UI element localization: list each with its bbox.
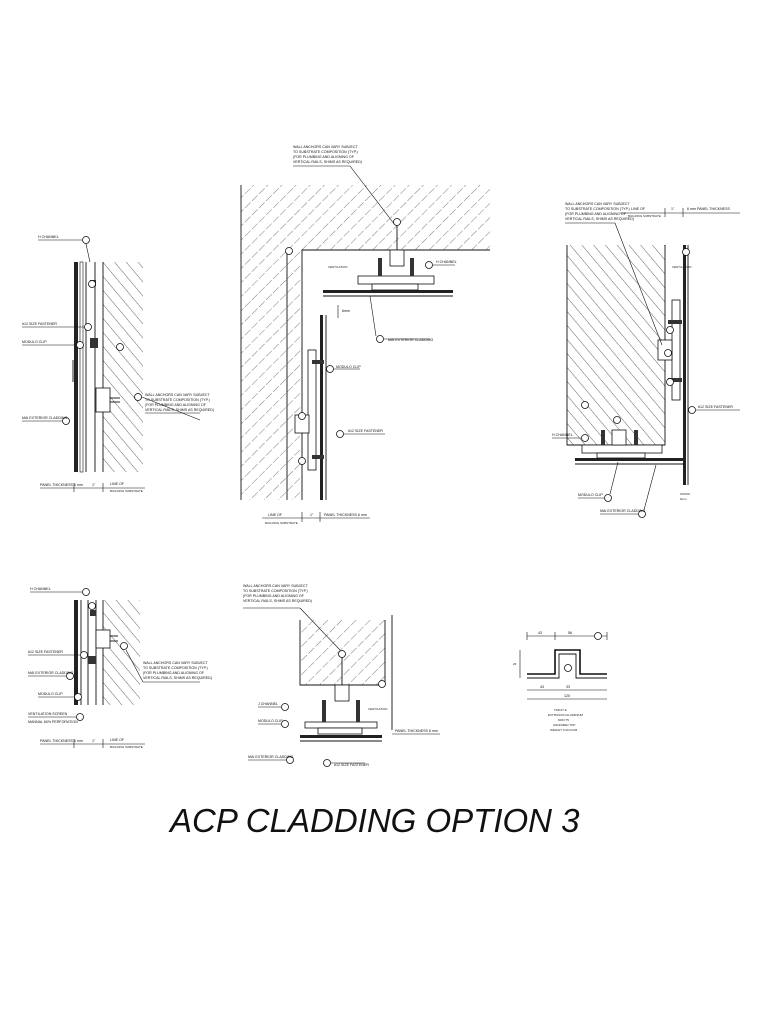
d3-panel-thickness: 6 mm PANEL THICKNESS	[687, 207, 730, 211]
d4-anchor-note-4: VERTICAL RAILS, SHIMS AS REQUIRED)	[143, 676, 212, 680]
d5-modulo-clip-label: MODULO CLIP	[258, 719, 283, 723]
d3-fastener-label: #12 SIZE FASTENER	[698, 405, 733, 409]
d1-h-channel-label: H CHANNEL	[38, 235, 59, 239]
d2-anchor-note-1: WALL ANCHORS CAN VARY SUBJECT	[293, 145, 358, 149]
d2-gap-label: 6mm	[342, 309, 350, 313]
d6-note-5: WEIGHT 0.30 KG/M	[550, 728, 578, 732]
d6-dim-bottom-2: 33	[566, 685, 570, 689]
d3-substrate: BUILDING SUBSTRATE	[628, 214, 661, 218]
d6-dim-bottom-1: 43	[540, 685, 544, 689]
acp-panel	[74, 600, 78, 705]
d6-dim-top-1: 43	[538, 631, 542, 635]
d6-dim-total: 120	[564, 694, 570, 698]
d3-ventilation-label: VENTILATION	[672, 265, 691, 269]
d2-anchor-note-2: TO SUBSTRATE COMPOSITION (TYP.)	[293, 150, 358, 154]
d2-line-of: LINE OF	[268, 513, 283, 517]
d3-anchor-note-3: (FOR PLUMBING AND ALIGNING OF	[565, 212, 627, 216]
acp-panel-vertical	[683, 245, 686, 485]
d4-modulo-clip-label: MODULO CLIP	[38, 692, 63, 696]
d4-dim: 1"	[92, 739, 96, 743]
d6-note-3: 6063 T5	[558, 718, 569, 722]
d1-substrate: BUILDING SUBSTRATE	[110, 489, 143, 493]
acp-panel-horizontal	[323, 290, 453, 293]
d2-modulo-clip-label: MODULO CLIP	[336, 365, 361, 369]
detail-3-outside-corner: WALL ANCHORS CAN VARY SUBJECT TO SUBSTRA…	[552, 202, 740, 518]
sheet-title: ACP CLADDING OPTION 3	[168, 802, 580, 839]
d4-vent-screen-2: MANNAL 60% PERFORATION	[28, 720, 78, 724]
d4-cladding-label: MAI EXTERIOR CLADDING	[28, 671, 74, 675]
d5-anchor-note-3: (FOR PLUMBING AND ALIGNING OF	[243, 594, 305, 598]
d4-anchor-note-1: WALL ANCHORS CAN VARY SUBJECT	[143, 661, 208, 665]
d5-ventilation-label: VENTILATION	[368, 707, 387, 711]
d3-anchor-note-1: WALL ANCHORS CAN VARY SUBJECT	[565, 202, 630, 206]
detail-1-vertical-section: H CHANNEL #12 SIZE FASTENER MODULO CLIP …	[22, 235, 214, 493]
d4-anchor-note-3: (FOR PLUMBING AND ALIGNING OF	[143, 671, 205, 675]
d2-anchor-note-4: VERTICAL RAILS, SHIMS AS REQUIRED)	[293, 160, 362, 164]
detail-2-inside-corner: WALL ANCHORS CAN VARY SUBJECT TO SUBSTRA…	[240, 145, 490, 525]
substrate-hatch	[567, 245, 665, 445]
d3-gap-label: 6mm	[680, 497, 687, 501]
d2-substrate: BUILDING SUBSTRATE	[265, 521, 298, 525]
d5-anchor-note-4: VERTICAL RAILS, SHIMS AS REQUIRED)	[243, 599, 312, 603]
d4-panel-thickness: PANEL THICKNESS 6 mm	[40, 739, 83, 743]
d3-anchor-note-4: VERTICAL RAILS, SHIMS AS REQUIRED)	[565, 217, 634, 221]
d5-cladding-label: MAI EXTERIOR CLADDING	[248, 755, 294, 759]
detail-4-vertical-section-vent: H CHANNEL #12 SIZE FASTENER MAI EXTERIOR…	[28, 587, 212, 749]
substrate-hatch	[103, 600, 140, 705]
d2-cladding-label: MAI EXTERIOR CLADDING	[388, 338, 434, 342]
acp-panel-vertical	[320, 315, 323, 500]
d5-panel-thickness: PANEL THICKNESS 6 mm	[395, 729, 438, 733]
d1-dim: 1"	[92, 483, 96, 487]
d6-dim-side: 26	[513, 662, 517, 666]
d1-cladding-label: MAI EXTERIOR CLADDING	[22, 416, 68, 420]
detail-5-soffit: WALL ANCHORS CAN VARY SUBJECT TO SUBSTRA…	[243, 584, 440, 767]
d2-panel-thickness: PANEL THICKNESS 6 mm	[324, 513, 367, 517]
d5-fastener-label: #12 SIZE FASTENER	[334, 763, 369, 767]
d6-dim-top-2: 56	[568, 631, 572, 635]
d5-anchor-note-1: WALL ANCHORS CAN VARY SUBJECT	[243, 584, 308, 588]
d2-h-channel-label: H CHANNEL	[436, 260, 457, 264]
d4-substrate: BUILDING SUBSTRATE	[110, 745, 143, 749]
d2-fastener-label: #12 SIZE FASTENER	[348, 429, 383, 433]
fastener-bolt	[90, 338, 98, 348]
detail-6-extrusion-profile: 43 56 43 33 120 26 TAB 67 E EXTRUSION AL…	[513, 631, 608, 732]
d6-note-4: ANODIZED TOP	[553, 723, 575, 727]
d4-h-channel-label: H CHANNEL	[30, 587, 51, 591]
d1-anchor-note-2: TO SUBSTRATE COMPOSITION (TYP.)	[145, 398, 210, 402]
d3-cladding-label: MAI EXTERIOR CLADDING	[600, 509, 646, 513]
d1-anchor-note-4: VERTICAL RAILS, SHIMS AS REQUIRED)	[145, 408, 214, 412]
profile-shape	[527, 649, 607, 675]
acp-panel-horizontal	[300, 735, 382, 738]
d1-fastener-label: #12 SIZE FASTENER	[22, 322, 57, 326]
d1-line-of: LINE OF	[110, 482, 125, 486]
d4-vent-screen-1: VENTILATION SCREEN	[28, 712, 68, 716]
d6-note-2: EXTRUSION ALUMINIUM	[548, 713, 584, 717]
d3-dim: 1"	[671, 207, 675, 211]
d1-modulo-clip-label: MODULO CLIP	[22, 340, 47, 344]
d5-anchor-note-2: TO SUBSTRATE COMPOSITION (TYP.)	[243, 589, 308, 593]
d2-anchor-note-3: (FOR PLUMBING AND ALIGNING OF	[293, 155, 355, 159]
d4-line-of: LINE OF	[110, 738, 125, 742]
d6-note-1: TAB 67 E	[554, 708, 567, 712]
acp-panel	[74, 262, 78, 472]
substrate-hatch	[103, 262, 143, 472]
d1-anchor-note-3: (FOR PLUMBING AND ALIGNING OF	[145, 403, 207, 407]
d1-anchor-note-1: WALL ANCHORS CAN VARY SUBJECT	[145, 393, 210, 397]
d3-anchor-note-2: TO SUBSTRATE COMPOSITION (TYP.)	[565, 207, 630, 211]
d1-panel-thickness: PANEL THICKNESS 6 mm	[40, 483, 83, 487]
d4-fastener-label: #12 SIZE FASTENER	[28, 650, 63, 654]
acp-panel-horizontal	[575, 458, 685, 461]
d2-dim: 1"	[310, 513, 314, 517]
d3-modulo-clip-label: MODULO CLIP	[578, 493, 603, 497]
d4-anchor-note-2: TO SUBSTRATE COMPOSITION (TYP.)	[143, 666, 208, 670]
d5-j-channel-label: J CHANNEL	[258, 702, 278, 706]
anchor-bracket	[95, 387, 111, 413]
d2-ventilation-label: VENTILATION	[328, 265, 347, 269]
substrate-hatch	[241, 185, 490, 500]
d3-h-channel-label: H CHANNEL	[552, 433, 573, 437]
d3-line-of: LINE OF	[631, 207, 646, 211]
